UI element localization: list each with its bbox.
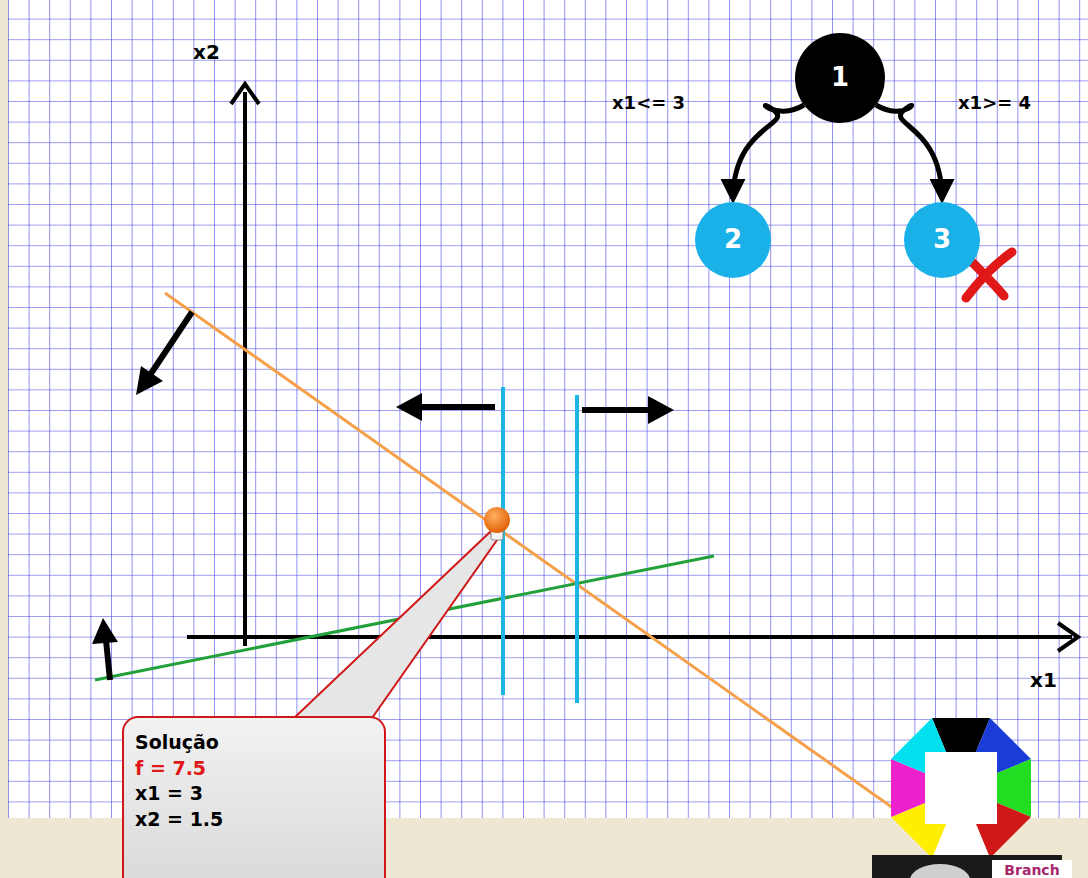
node-text: x1 = 3 [135, 781, 203, 807]
node-text: Solução [135, 730, 219, 756]
direction-arrow [106, 640, 110, 680]
direction-arrow-head [136, 366, 163, 395]
direction-arrow-head [92, 618, 118, 644]
axis-label: x2 [193, 40, 220, 64]
child-node: 2 [695, 202, 771, 278]
node-number: 1 [831, 60, 849, 95]
node-text: x2 = 1.5 [135, 807, 223, 833]
solution-callout: Soluçãof = 7.5x1 = 3x2 = 1.5 [122, 716, 386, 878]
direction-arrow [582, 407, 652, 413]
node-text: Branch [1004, 861, 1059, 878]
direction-arrow-head [396, 393, 422, 421]
portrait-face [910, 864, 970, 878]
branch-line-right [575, 395, 579, 703]
node-number: 2 [724, 222, 742, 257]
x2-axis-head [231, 84, 259, 104]
callout-pointer [294, 532, 497, 718]
axis-label: x1 [1030, 668, 1057, 692]
x2-axis [243, 92, 247, 646]
solution-point [484, 507, 510, 533]
branch-edge [733, 105, 804, 199]
x1-axis-head [1058, 623, 1078, 651]
branch-line-left [501, 387, 505, 695]
title-tag: Branch [992, 860, 1072, 878]
root-node: 1 [795, 33, 885, 123]
branch-condition: x1<= 3 [612, 92, 685, 113]
direction-arrow [150, 312, 192, 375]
node-number: 3 [933, 222, 951, 257]
pruned-mark [972, 262, 1004, 296]
direction-arrow-head [648, 396, 674, 424]
node-text: f = 7.5 [135, 756, 206, 782]
branch-condition: x1>= 4 [958, 92, 1031, 113]
branch-edge [876, 105, 942, 199]
grid-area [8, 0, 1088, 818]
logo [891, 718, 1031, 858]
child-node: 3 [904, 202, 980, 278]
direction-arrow [418, 404, 495, 410]
